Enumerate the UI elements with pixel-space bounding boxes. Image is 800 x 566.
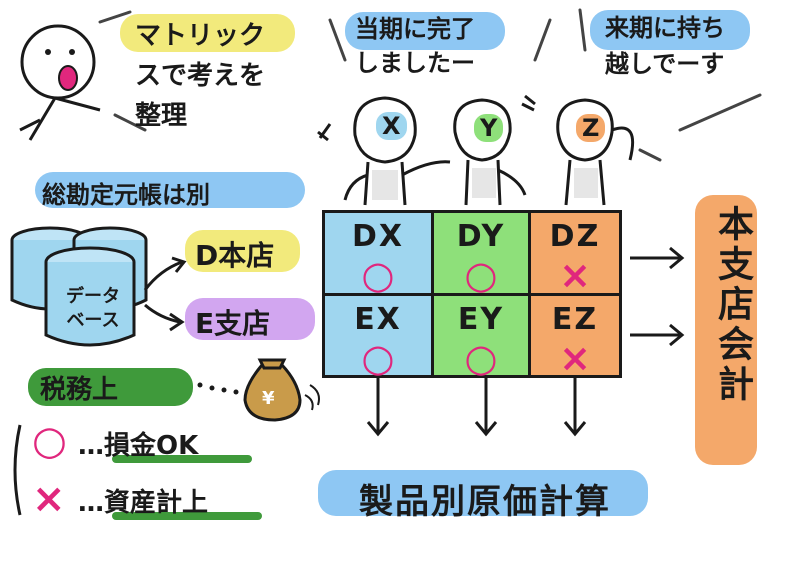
matrix-cell-ex: EX ○ [322, 293, 434, 378]
highlight-tax [28, 368, 193, 406]
matrix-cell-ey: EY ○ [431, 293, 531, 378]
branch-e-label: E支店 [195, 307, 271, 340]
matrix-cell-dz: DZ × [528, 210, 622, 296]
underline-asset [112, 512, 262, 520]
bottom-label: 製品別原価計算 [359, 482, 611, 522]
cross-mark-icon: × [559, 253, 591, 297]
tax-label: 税務上 [40, 375, 119, 405]
highlight-bottom-label [318, 470, 648, 516]
person-x-label: X [376, 112, 407, 140]
circle-mark-icon: ○ [361, 336, 395, 380]
database-icon [10, 226, 148, 347]
shouting-person-icon [19, 24, 101, 141]
matrix-grid: DX ○ DY ○ DZ × EX ○ EY ○ EZ × [322, 210, 622, 378]
highlight-carry-bubble [590, 10, 750, 50]
highlight-branch-d [185, 230, 300, 272]
legend-text-loss-ok: …損金OK [78, 431, 199, 461]
cell-label: DX [351, 219, 405, 254]
done-bubble-text: 当期に完了しましたー [355, 15, 475, 77]
svg-text:¥: ¥ [262, 388, 275, 409]
circle-mark-icon: ○ [464, 253, 498, 297]
circle-mark-icon: ○ [464, 336, 498, 380]
person-y-label: Y [474, 114, 504, 142]
right-arrow-icon [630, 246, 685, 347]
cell-label: EX [354, 302, 402, 337]
highlight-branch-e [185, 298, 315, 340]
down-arrow-icon [366, 378, 587, 437]
matrix-cell-dy: DY ○ [431, 210, 531, 296]
money-bag-icon: ¥ [243, 358, 302, 422]
carry-bubble-text: 来期に持ち越しでーす [605, 14, 725, 78]
cell-label: DY [456, 219, 506, 254]
branch-d-label: D本店 [195, 239, 275, 272]
underline-loss-ok [112, 455, 252, 463]
legend-symbol-circle: ○ [32, 418, 67, 464]
ledger-label: 総勘定元帳は別 [42, 181, 210, 209]
matrix-cell-dx: DX ○ [322, 210, 434, 296]
person-z-label: Z [576, 114, 606, 142]
cell-label: DZ [549, 219, 601, 254]
branch-arrows-icon [143, 256, 187, 332]
highlight-right-label [695, 195, 757, 465]
right-label: 本支店会計 [712, 205, 753, 405]
cell-label: EY [457, 302, 505, 337]
highlight-ledger [35, 172, 305, 208]
highlight-matrix-bubble [120, 14, 295, 52]
database-label: データベース [66, 286, 120, 331]
legend-text-asset: …資産計上 [78, 488, 209, 518]
legend-symbol-cross: × [32, 476, 66, 522]
matrix-cell-ez: EZ × [528, 293, 622, 378]
matrix-bubble-text: マトリックスで考えを整理 [135, 21, 266, 131]
highlight-done-bubble [345, 12, 505, 50]
cross-mark-icon: × [559, 336, 591, 380]
cell-label: EZ [551, 302, 599, 337]
circle-mark-icon: ○ [361, 253, 395, 297]
